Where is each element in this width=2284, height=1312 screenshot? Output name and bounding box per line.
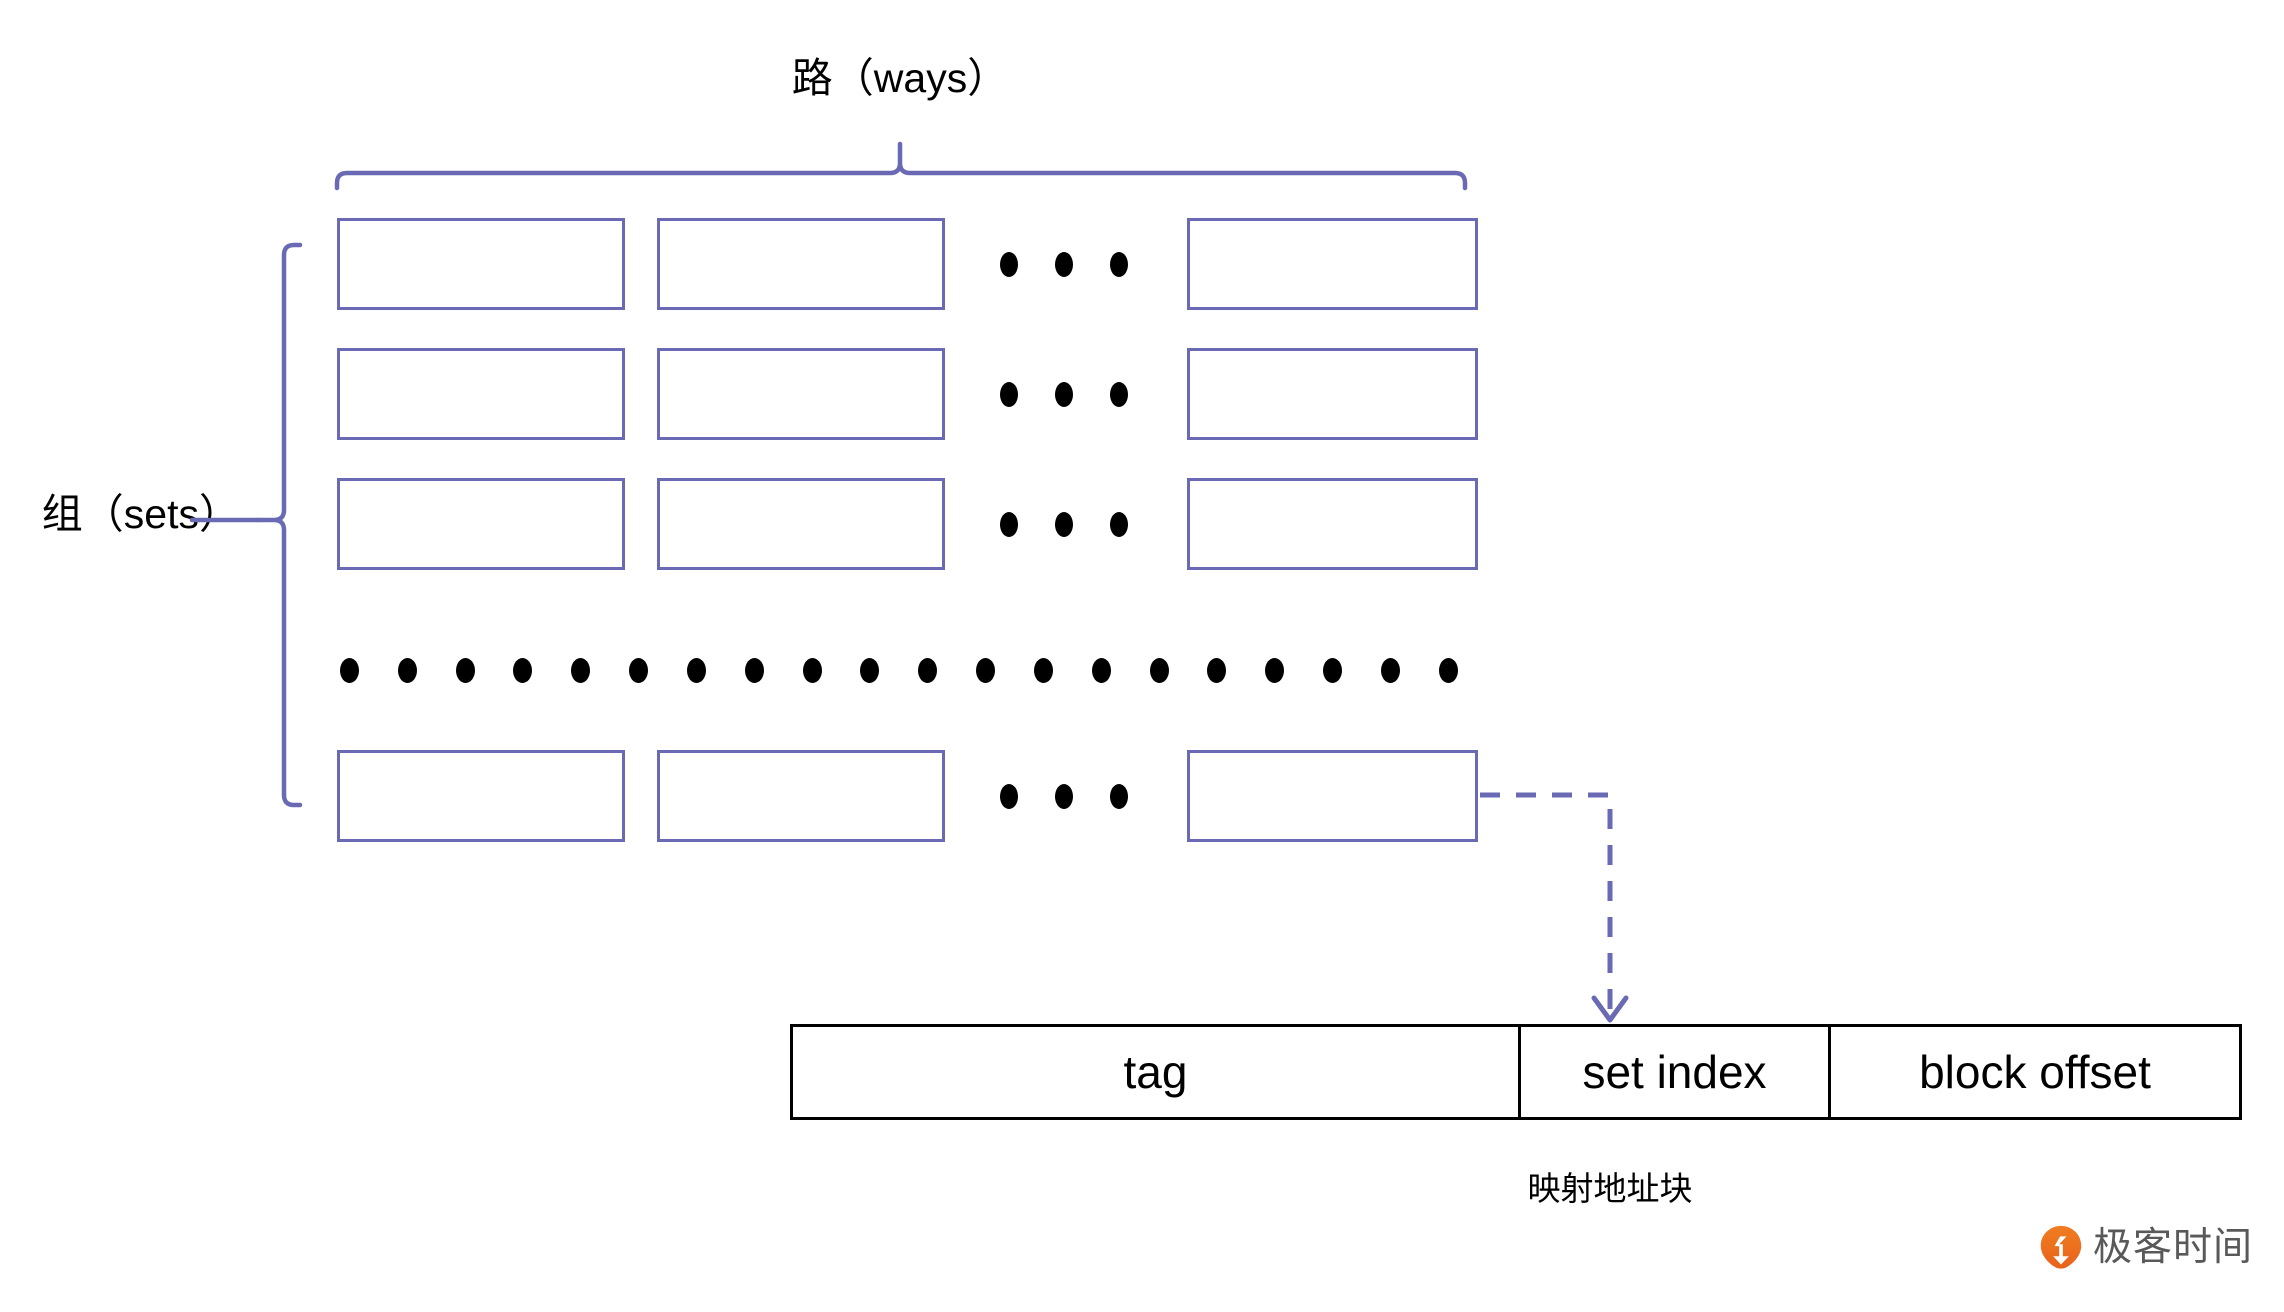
ellipsis-dot: [1055, 511, 1073, 537]
cache-cell-mapped[interactable]: [1187, 750, 1478, 842]
ellipsis-dot: [1055, 381, 1073, 407]
cache-cell[interactable]: [1187, 348, 1478, 440]
ellipsis-dot: [1380, 657, 1400, 683]
ways-label: 路（ways）: [791, 55, 1009, 101]
address-block: tag set index block offset: [790, 1024, 2242, 1120]
ellipsis-dot: [513, 657, 533, 683]
cache-cell[interactable]: [337, 218, 625, 310]
ellipsis-dot: [1000, 511, 1018, 537]
ellipsis-dot: [918, 657, 938, 683]
ellipsis-dot: [1000, 381, 1018, 407]
ellipsis-dot: [397, 657, 417, 683]
ellipsis-dot: [1033, 657, 1053, 683]
ellipsis-dot: [1265, 657, 1285, 683]
cache-cell[interactable]: [657, 218, 945, 310]
address-segment-block-offset[interactable]: block offset: [1828, 1027, 2239, 1117]
cache-cell[interactable]: [657, 478, 945, 570]
watermark: 极客时间: [2038, 1224, 2253, 1270]
ellipsis-dot: [1091, 657, 1111, 683]
row-ellipsis-icon: [1000, 251, 1128, 277]
ellipsis-dot: [1055, 251, 1073, 277]
ellipsis-dot: [1000, 783, 1018, 809]
cache-cell[interactable]: [337, 348, 625, 440]
ways-brace-icon: [334, 141, 1468, 191]
ellipsis-dot: [1110, 381, 1128, 407]
cache-cell[interactable]: [337, 750, 625, 842]
ellipsis-dot: [455, 657, 475, 683]
cache-cell[interactable]: [1187, 218, 1478, 310]
ellipsis-dot: [1055, 783, 1073, 809]
ellipsis-dot: [1110, 783, 1128, 809]
ellipsis-dot: [1110, 511, 1128, 537]
sets-ellipsis-row-icon: [340, 657, 1458, 683]
cache-cell[interactable]: [657, 750, 945, 842]
watermark-text: 极客时间: [2093, 1225, 2254, 1269]
ellipsis-dot: [1323, 657, 1343, 683]
ellipsis-dot: [1000, 251, 1018, 277]
ellipsis-dot: [1149, 657, 1169, 683]
ellipsis-dot: [686, 657, 706, 683]
cache-cell[interactable]: [1187, 478, 1478, 570]
ellipsis-dot: [744, 657, 764, 683]
address-block-caption: 映射地址块: [1527, 1170, 1693, 1207]
ellipsis-dot: [860, 657, 880, 683]
mapping-arrow-icon: [1480, 792, 1629, 1023]
ellipsis-dot: [1110, 251, 1128, 277]
ellipsis-dot: [629, 657, 649, 683]
row-ellipsis-icon: [1000, 511, 1128, 537]
address-segment-tag[interactable]: tag: [1123, 1046, 1188, 1098]
sets-label: 组（sets）: [41, 491, 240, 537]
ellipsis-dot: [1207, 657, 1227, 683]
ellipsis-dot: [976, 657, 996, 683]
geekbang-circle-icon: [2040, 1225, 2082, 1269]
cache-cell[interactable]: [657, 348, 945, 440]
cache-cell[interactable]: [337, 478, 625, 570]
ellipsis-dot: [571, 657, 591, 683]
ellipsis-dot: [802, 657, 822, 683]
ellipsis-dot: [340, 657, 359, 683]
row-ellipsis-icon: [1000, 783, 1128, 809]
address-segment-set-index[interactable]: set index: [1518, 1027, 1828, 1117]
row-ellipsis-icon: [1000, 381, 1128, 407]
ellipsis-dot: [1438, 657, 1458, 683]
